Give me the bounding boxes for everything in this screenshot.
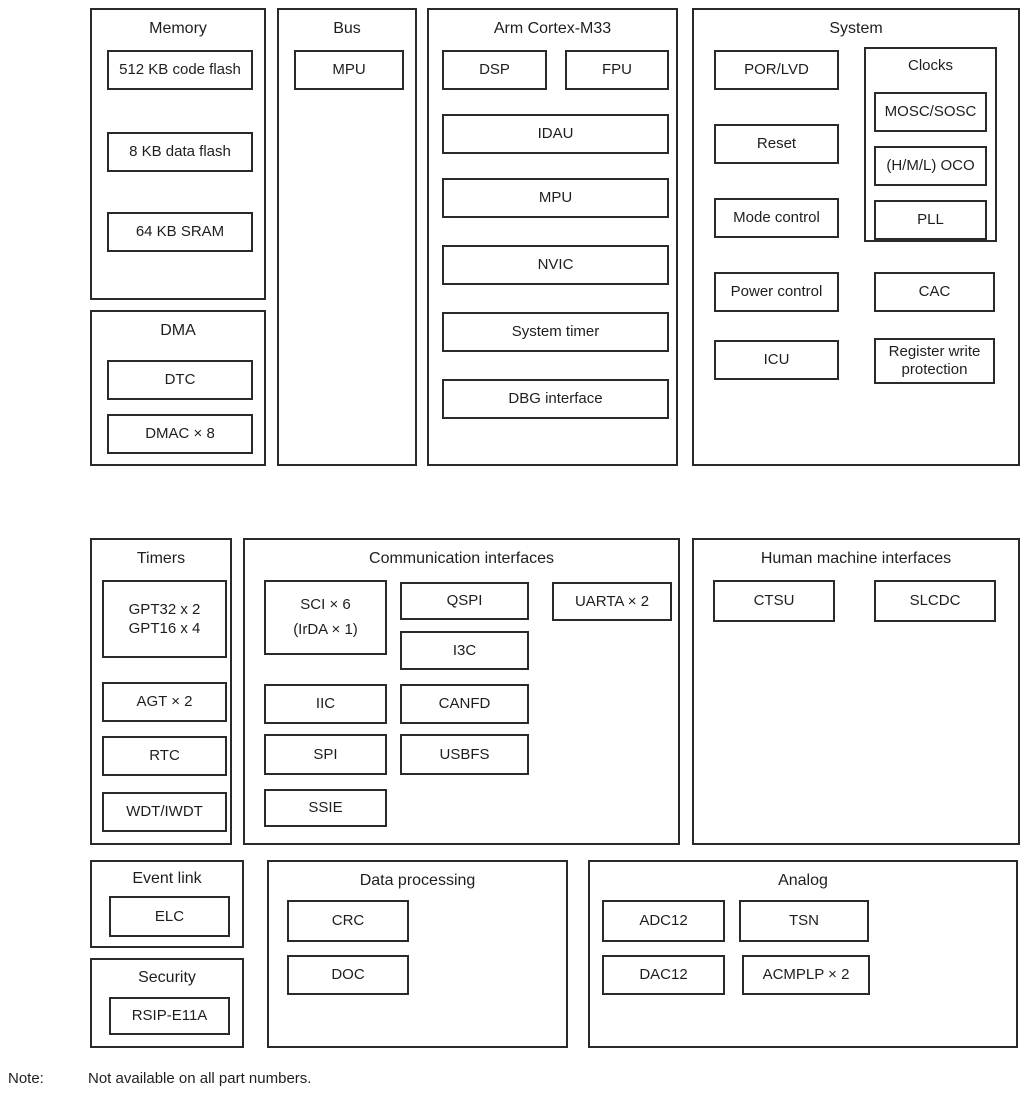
note-text: Not available on all part numbers. [88,1070,312,1087]
box-i3c: I3C [400,631,529,670]
data-processing-section: Data processing CRC DOC [267,860,568,1048]
system-section: System POR/LVD Reset Mode control Power … [692,8,1020,466]
box-spi: SPI [264,734,387,775]
box-elc: ELC [109,896,230,937]
analog-title: Analog [778,872,828,889]
event-link-title: Event link [132,870,202,887]
hmi-title: Human machine interfaces [760,550,952,567]
box-ctsu: CTSU [713,580,835,622]
cortex-section: Arm Cortex-M33 DSP FPU IDAU MPU NVIC Sys… [427,8,678,466]
bus-title: Bus [333,20,361,37]
box-acmplp: ACMPLP × 2 [742,955,870,995]
box-dsp: DSP [442,50,547,90]
box-sci: SCI × 6 (IrDA × 1) [264,580,387,655]
box-pll: PLL [874,200,987,240]
box-idau: IDAU [442,114,669,154]
box-agt: AGT × 2 [102,682,227,722]
box-dmac: DMAC × 8 [107,414,253,454]
footnote: Note: Not available on all part numbers. [8,1070,311,1087]
box-usbfs: USBFS [400,734,529,775]
box-rsip-e11a: RSIP-E11A [109,997,230,1035]
bus-section: Bus MPU [277,8,417,466]
comm-section: Communication interfaces SCI × 6 (IrDA ×… [243,538,680,845]
box-bus-mpu: MPU [294,50,404,90]
memory-title: Memory [149,20,207,37]
memory-section: Memory 512 KB code flash 8 KB data flash… [90,8,266,300]
box-code-flash: 512 KB code flash [107,50,253,90]
box-iic: IIC [264,684,387,724]
box-sram: 64 KB SRAM [107,212,253,252]
cortex-title: Arm Cortex-M33 [493,20,612,37]
box-icu: ICU [714,340,839,380]
box-dac12: DAC12 [602,955,725,995]
dma-title: DMA [160,322,196,339]
clocks-subsection: Clocks MOSC/SOSC (H/M/L) OCO PLL [864,47,997,242]
dma-section: DMA DTC DMAC × 8 [90,310,266,466]
box-wdt-iwdt: WDT/IWDT [102,792,227,832]
box-hml-oco: (H/M/L) OCO [874,146,987,186]
box-data-flash: 8 KB data flash [107,132,253,172]
box-mosc-sosc: MOSC/SOSC [874,92,987,132]
box-uarta: UARTA × 2 [552,582,672,621]
security-title: Security [138,969,196,986]
box-fpu: FPU [565,50,669,90]
analog-section: Analog ADC12 TSN DAC12 ACMPLP × 2 [588,860,1018,1048]
box-canfd: CANFD [400,684,529,724]
box-core-mpu: MPU [442,178,669,218]
event-link-section: Event link ELC [90,860,244,948]
box-por-lvd: POR/LVD [714,50,839,90]
box-dtc: DTC [107,360,253,400]
box-slcdc: SLCDC [874,580,996,622]
box-reset: Reset [714,124,839,164]
box-register-write-protection: Register write protection [874,338,995,384]
box-system-timer: System timer [442,312,669,352]
box-doc: DOC [287,955,409,995]
hmi-section: Human machine interfaces CTSU SLCDC [692,538,1020,845]
box-dbg-interface: DBG interface [442,379,669,419]
box-adc12: ADC12 [602,900,725,942]
note-label: Note: [8,1070,44,1087]
timers-section: Timers GPT32 x 2 GPT16 x 4 AGT × 2 RTC W… [90,538,232,845]
system-title: System [829,20,883,37]
box-power-control: Power control [714,272,839,312]
box-gpt: GPT32 x 2 GPT16 x 4 [102,580,227,658]
timers-title: Timers [136,550,186,567]
clocks-title: Clocks [907,57,953,74]
box-rtc: RTC [102,736,227,776]
box-mode-control: Mode control [714,198,839,238]
box-qspi: QSPI [400,582,529,620]
box-nvic: NVIC [442,245,669,285]
box-cac: CAC [874,272,995,312]
data-processing-title: Data processing [359,872,476,889]
security-section: Security RSIP-E11A [90,958,244,1048]
box-crc: CRC [287,900,409,942]
box-ssie: SSIE [264,789,387,827]
comm-title: Communication interfaces [369,550,554,567]
box-tsn: TSN [739,900,869,942]
